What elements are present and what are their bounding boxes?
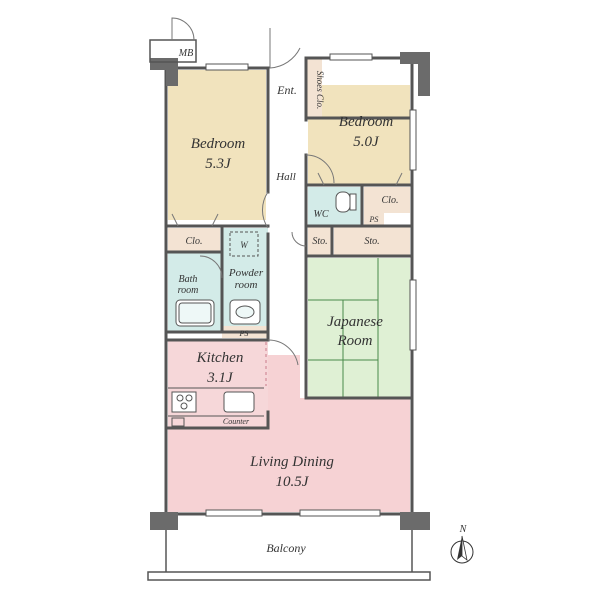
bedroom-west-name: Bedroom xyxy=(191,136,246,152)
closet-east-fill xyxy=(364,187,410,213)
door-swings xyxy=(171,17,403,366)
storage-large-label: Sto. xyxy=(364,236,379,247)
closet-west-fill xyxy=(168,228,220,252)
living-kitchen-join-fill xyxy=(268,355,300,428)
counter-label: Counter xyxy=(223,417,250,426)
closet-east-label: Clo. xyxy=(382,195,399,206)
bedroom-east-name: Bedroom xyxy=(339,114,394,130)
hall-label: Hall xyxy=(275,171,296,183)
shoes-closet-fill xyxy=(306,58,322,118)
storage-small-label: Sto. xyxy=(312,236,327,247)
washer-label: W xyxy=(240,240,249,250)
kitchen-name: Kitchen xyxy=(196,350,244,366)
bathroom-label-line1: Bath xyxy=(179,274,198,285)
entrance-label: Ent. xyxy=(276,83,297,97)
entrance-fill xyxy=(268,70,306,110)
powder-room-label-line1: Powder xyxy=(228,267,264,279)
north-arrow-icon: N xyxy=(450,524,474,564)
bedroom-east-fill xyxy=(308,85,410,185)
shoes-closet-label: Shoes Clo. xyxy=(315,71,325,110)
japanese-room-label-line1: Japanese xyxy=(327,314,383,330)
ps-east-label: PS xyxy=(369,215,379,224)
kitchen-size: 3.1J xyxy=(206,370,234,386)
japanese-room-label-line2: Room xyxy=(337,333,373,349)
fixtures xyxy=(168,191,357,427)
powder-room-label-line2: room xyxy=(235,279,258,291)
storage-small-fill xyxy=(308,226,332,256)
ps-west-label: PS xyxy=(239,329,249,338)
balcony-outline xyxy=(147,530,431,581)
walls xyxy=(164,56,414,516)
bathroom-label-line2: room xyxy=(178,285,199,296)
wall-pillars xyxy=(149,39,430,530)
living-dining-size: 10.5J xyxy=(276,474,310,490)
bedroom-east-size: 5.0J xyxy=(353,134,380,150)
mb-label: MB xyxy=(178,48,193,59)
balcony-label: Balcony xyxy=(266,541,306,555)
north-label: N xyxy=(459,524,468,535)
living-dining-fill xyxy=(168,398,410,512)
living-dining-name: Living Dining xyxy=(249,454,334,470)
windows xyxy=(205,53,417,517)
wc-label: WC xyxy=(314,209,329,220)
tatami-lines xyxy=(308,258,379,398)
closet-west-label: Clo. xyxy=(186,236,203,247)
bedroom-west-fill xyxy=(168,70,266,220)
japanese-room-fill xyxy=(308,258,410,398)
kitchen-fill xyxy=(168,340,268,428)
storage-large-fill xyxy=(334,226,410,256)
ps-east-fill xyxy=(364,213,384,225)
bedroom-west-size: 5.3J xyxy=(205,156,232,172)
